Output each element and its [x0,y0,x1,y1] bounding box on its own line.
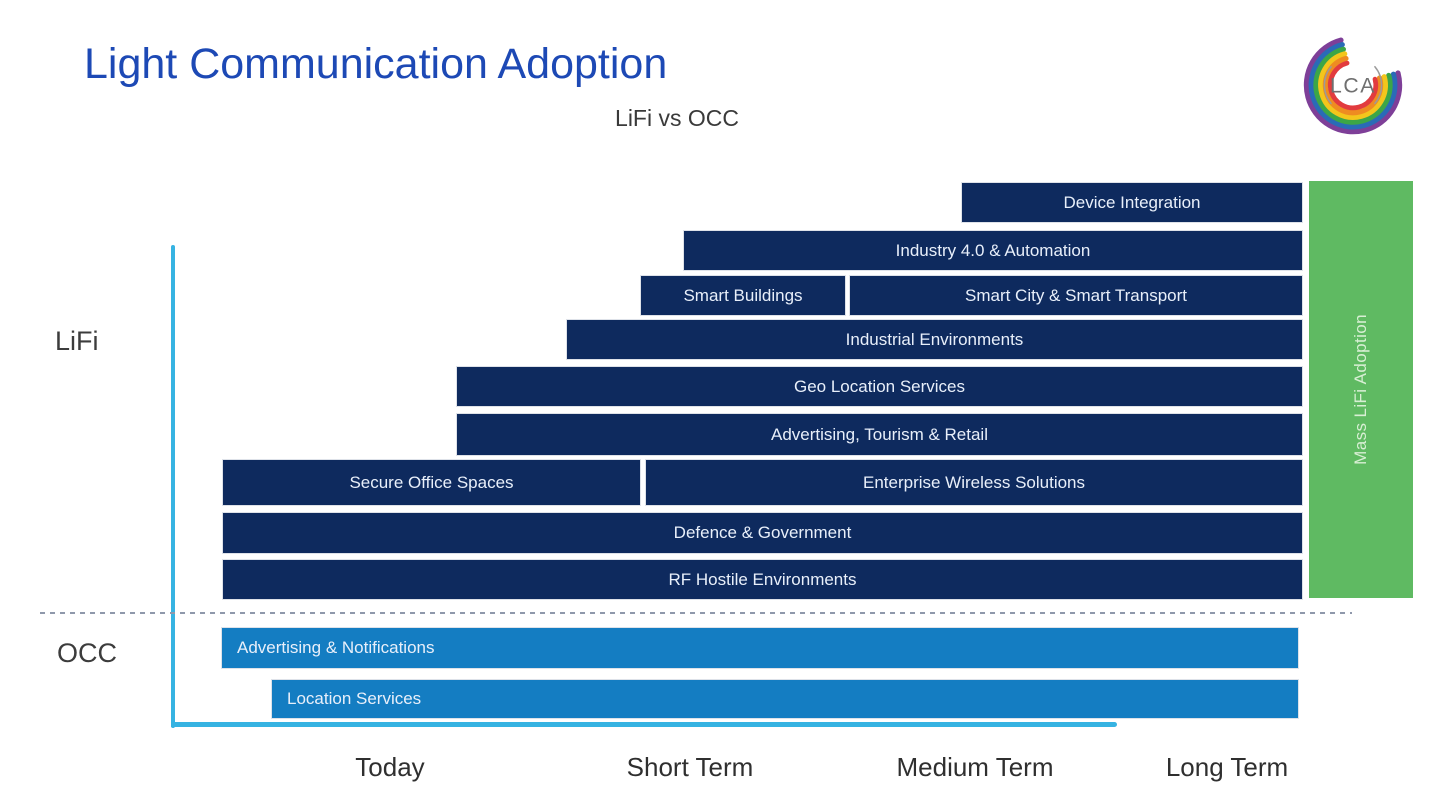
page-title: Light Communication Adoption [84,40,668,88]
lca-rainbow-swoosh-icon: LCA [1303,37,1403,135]
lifi-occ-divider-line [40,612,1352,614]
bar-label: Device Integration [1063,192,1201,212]
bar-label: Geo Location Services [793,376,966,396]
section-label-occ: OCC [57,638,117,668]
bar-label: Secure Office Spaces [349,472,514,492]
roadmap-bar-geo-location-services: Geo Location Services [457,367,1302,406]
bar-label: RF Hostile Environments [668,569,857,589]
bar-label: Enterprise Wireless Solutions [862,472,1086,492]
bar-label: Defence & Government [673,523,852,542]
roadmap-bar-rf-hostile-environments: RF Hostile Environments [223,560,1302,599]
bar-label: Smart Buildings [683,285,803,305]
roadmap-bar-location-services: Location Services [272,680,1298,718]
roadmap-bar-enterprise-wireless-solutions: Enterprise Wireless Solutions [646,460,1302,505]
roadmap-bar-smart-city-smart-transport: Smart City & Smart Transport [850,276,1302,315]
x-axis-label-short-term: Short Term [626,752,754,782]
bar-label: Advertising, Tourism & Retail [771,424,988,444]
bar-label: Advertising & Notifications [237,638,435,657]
mass-lifi-adoption-bar: Mass LiFi Adoption [1309,181,1413,598]
x-axis-line [171,722,1117,727]
lca-logo-icon: LCA [1294,28,1412,138]
roadmap-bar-device-integration: Device Integration [962,183,1302,222]
roadmap-bar-defence-government: Defence & Government [223,513,1302,553]
bar-label: Industry 4.0 & Automation [895,240,1091,260]
chart-title: LiFi vs OCC [615,105,739,131]
roadmap-bar-industrial-environments: Industrial Environments [567,320,1302,359]
section-label-lifi: LiFi [55,326,99,356]
roadmap-bar-secure-office-spaces: Secure Office Spaces [223,460,640,505]
roadmap-bar-smart-buildings: Smart Buildings [641,276,845,315]
roadmap-bar-advertising-tourism-retail: Advertising, Tourism & Retail [457,414,1302,455]
roadmap-bar-advertising-notifications: Advertising & Notifications [222,628,1298,668]
bar-label: Location Services [287,689,422,708]
lca-logo-text: LCA [1330,75,1376,98]
bar-label: Industrial Environments [845,329,1024,349]
mass-lifi-adoption-label: Mass LiFi Adoption [1351,314,1370,465]
y-axis-line [171,245,175,728]
x-axis-label-medium-term: Medium Term [896,752,1054,782]
x-axis-label-long-term: Long Term [1165,752,1289,782]
x-axis-label-today: Today [355,752,425,782]
bar-label: Smart City & Smart Transport [965,285,1187,305]
roadmap-bar-industry-4-0-automation: Industry 4.0 & Automation [684,231,1302,270]
